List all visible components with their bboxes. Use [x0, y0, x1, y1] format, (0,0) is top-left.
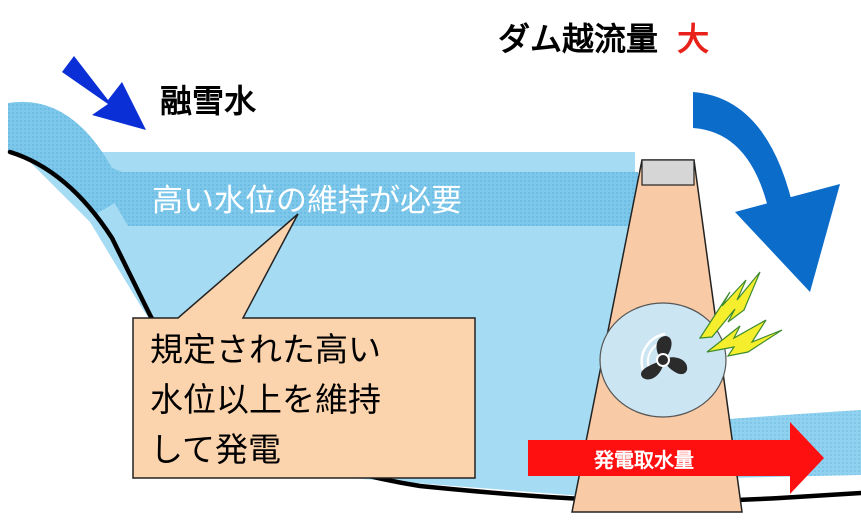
water-band-label: 高い水位の維持が必要: [152, 183, 462, 219]
callout-line-3: して発電: [150, 430, 281, 469]
snowmelt-arrow-icon: [62, 56, 146, 130]
intake-arrow-icon: [528, 422, 824, 494]
callout-line-1: 規定された高い: [150, 330, 381, 369]
turbine-icon: [640, 332, 688, 380]
high-water-band: [95, 172, 638, 226]
lightning-icon: [698, 271, 783, 357]
title-emphasis: 大: [677, 20, 709, 58]
dam-crest: [641, 159, 695, 186]
title-label: ダム越流量 大: [498, 20, 709, 58]
snowmelt-stream: [8, 101, 130, 214]
intake-arrow-label: 発電取水量: [593, 448, 694, 472]
callout-line-2: 水位以上を維持: [150, 380, 381, 419]
callout-box: [132, 213, 476, 479]
snowmelt-label: 融雪水: [160, 82, 257, 120]
overflow-arrow-icon: [693, 92, 840, 292]
